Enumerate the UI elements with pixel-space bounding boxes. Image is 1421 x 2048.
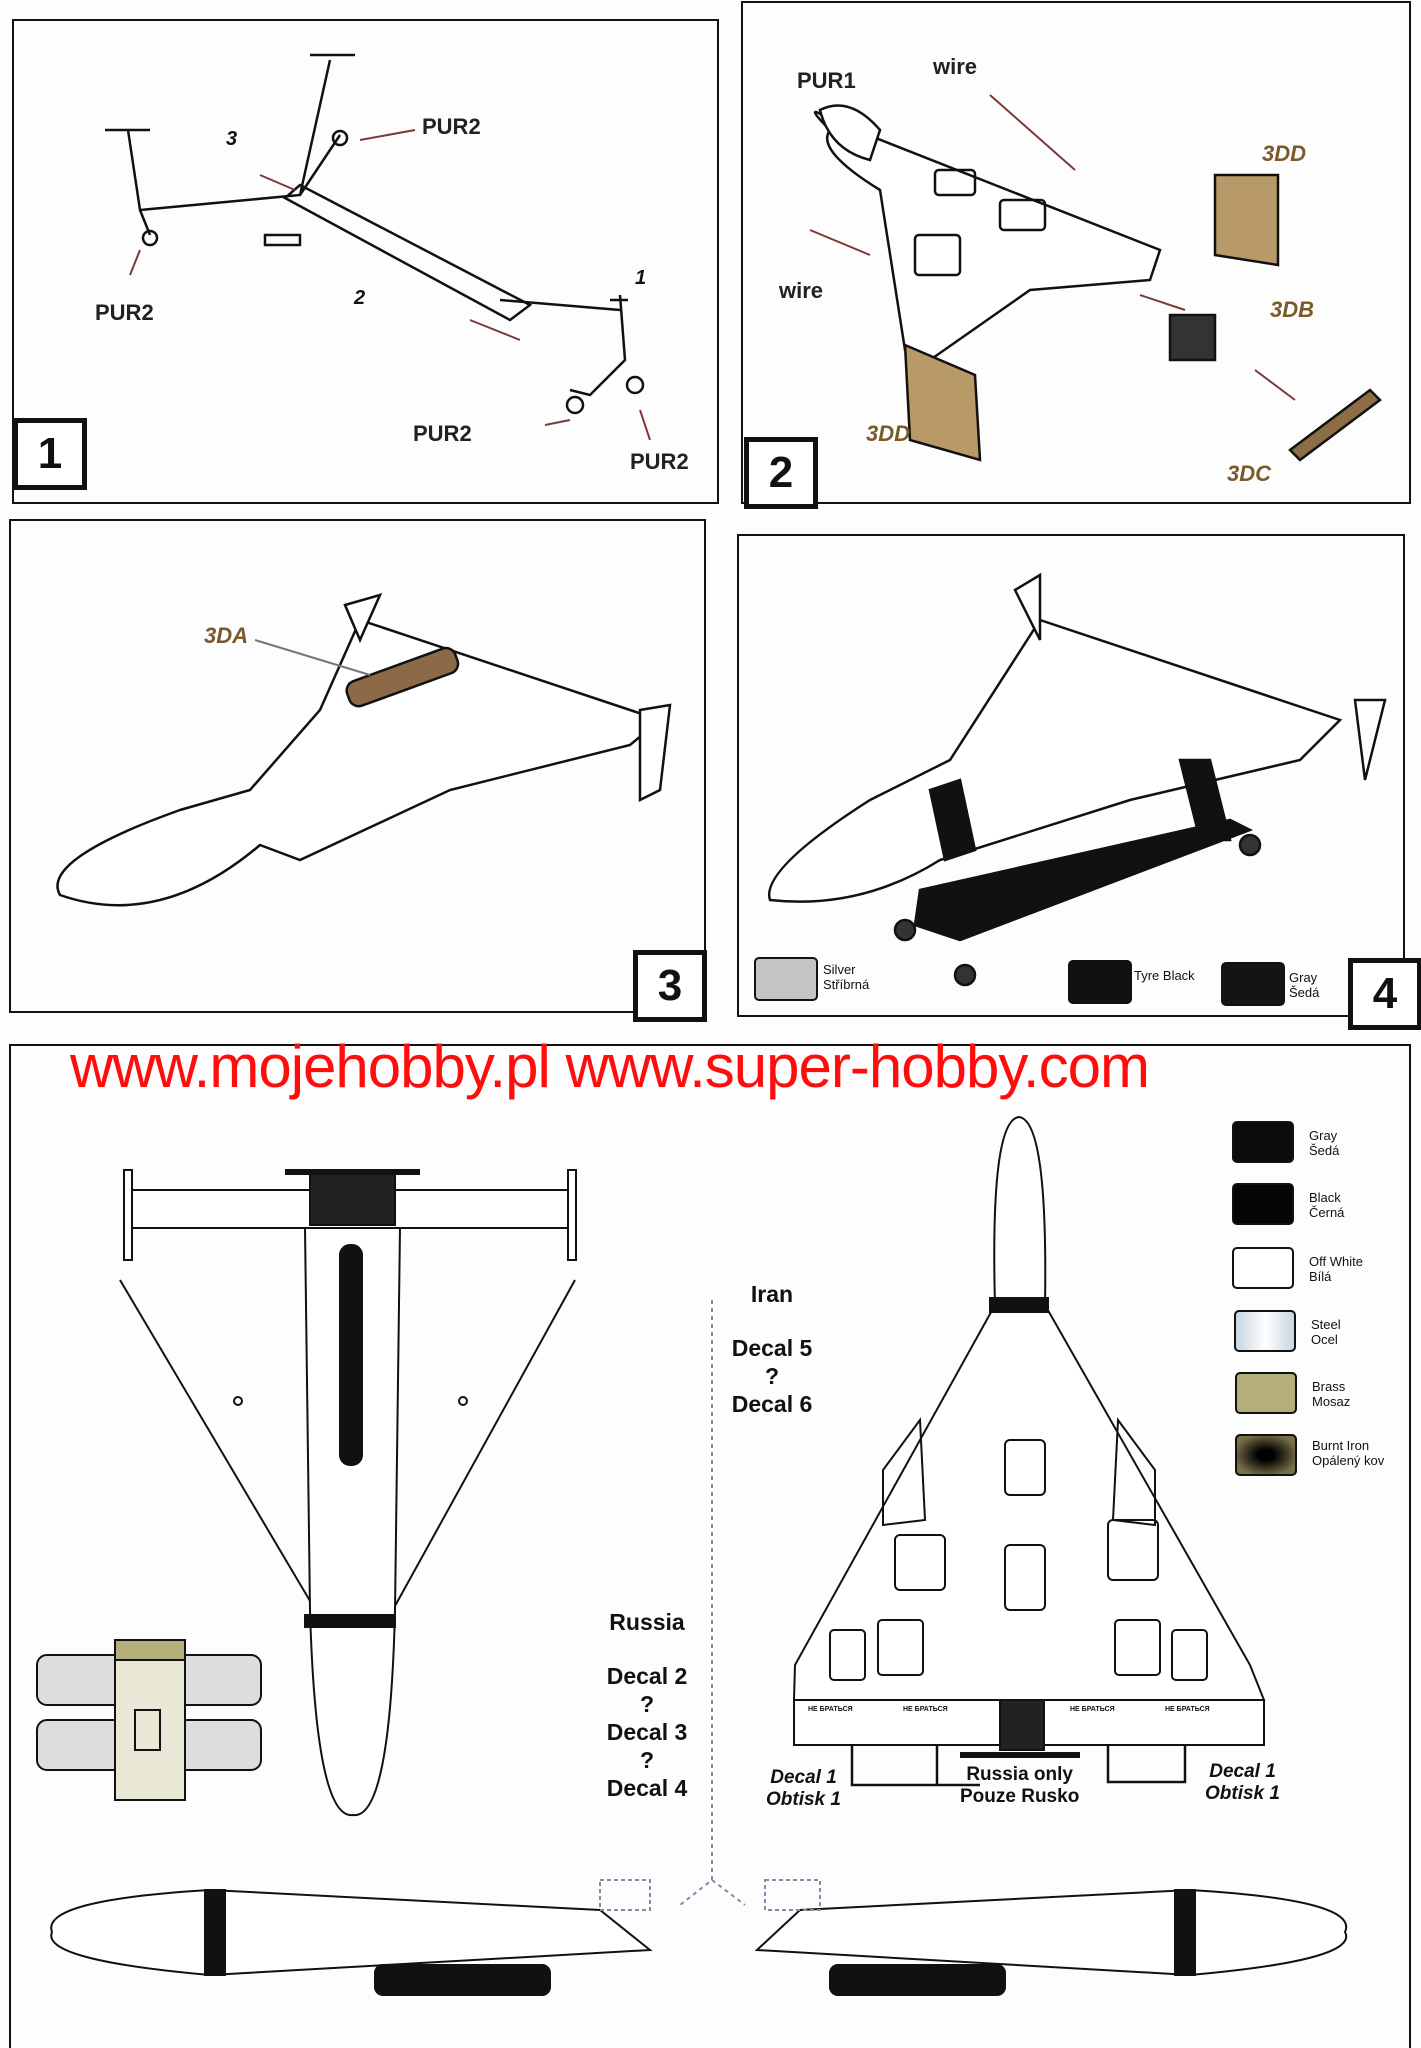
part-3dd-label: 3DD bbox=[866, 421, 911, 446]
drone-step3 bbox=[56, 593, 672, 907]
arrows-step1 bbox=[129, 129, 651, 441]
part-1-label: 1 bbox=[635, 267, 647, 289]
step-number-2: 2 bbox=[744, 437, 818, 509]
engine-detail bbox=[36, 1639, 262, 1801]
drone-exploded bbox=[813, 104, 1382, 462]
iran-option: Iran Decal 5 ? Decal 6 bbox=[722, 1280, 822, 1418]
arrows-decal1 bbox=[850, 1745, 1187, 1787]
wire-label: wire bbox=[779, 278, 824, 303]
separator: ? bbox=[764, 1363, 780, 1389]
panel-2-frame bbox=[741, 1, 1411, 504]
iran-title: Iran bbox=[750, 1281, 794, 1307]
part-3db-label: 3DB bbox=[1270, 297, 1315, 322]
legend-swatch-brass bbox=[1235, 1372, 1297, 1414]
wing-marking: НЕ БРАТЬСЯ bbox=[808, 1706, 853, 1713]
legend-swatch-gray bbox=[1232, 1121, 1294, 1163]
legend-swatch-steel bbox=[1234, 1310, 1296, 1352]
color-label: Tyre Black bbox=[1134, 968, 1195, 983]
wing-marking: НЕ БРАТЬСЯ bbox=[1070, 1706, 1115, 1713]
separator: ? bbox=[639, 1691, 655, 1717]
panel-1-frame bbox=[12, 19, 719, 504]
pur1-label: PUR1 bbox=[797, 68, 856, 93]
pur2-label: PUR2 bbox=[95, 300, 154, 325]
color-swatch-tyre-black bbox=[1068, 960, 1132, 1004]
part-2-label: 2 bbox=[354, 287, 366, 309]
russia-option: Russia Decal 2 ? Decal 3 ? Decal 4 bbox=[597, 1608, 697, 1802]
wing-marking: НЕ БРАТЬСЯ bbox=[1165, 1706, 1210, 1713]
decal-label: Decal 3 bbox=[606, 1719, 688, 1745]
watermark: www.mojehobby.pl www.super-hobby.com bbox=[70, 1033, 1150, 1100]
separator: ? bbox=[639, 1747, 655, 1773]
wire-label: wire bbox=[933, 54, 978, 79]
color-swatch-gray bbox=[1221, 962, 1285, 1006]
drone-side-view-right bbox=[754, 1879, 1348, 1996]
legend-swatch-black bbox=[1232, 1183, 1294, 1225]
part-3-label: 3 bbox=[226, 128, 238, 150]
step-number-4: 4 bbox=[1348, 958, 1421, 1030]
pur2-label: PUR2 bbox=[630, 449, 689, 474]
drone-top-view-upper bbox=[792, 1115, 1266, 1758]
part-3dc-label: 3DC bbox=[1227, 461, 1272, 486]
pur2-label: PUR2 bbox=[413, 421, 472, 446]
step-number-3: 3 bbox=[633, 950, 707, 1022]
decal-label: Decal 4 bbox=[606, 1775, 688, 1801]
drone-step4 bbox=[767, 572, 1387, 987]
panel-3-frame bbox=[9, 519, 706, 1013]
part-3dd-label: 3DD bbox=[1262, 141, 1307, 166]
pur2-label: PUR2 bbox=[422, 114, 481, 139]
arrow-3da bbox=[254, 639, 371, 676]
legend-swatch-off-white bbox=[1232, 1247, 1294, 1289]
arrows-step2 bbox=[809, 94, 1296, 401]
decal-label: Decal 2 bbox=[606, 1663, 688, 1689]
decal-label: Decal 6 bbox=[731, 1391, 813, 1417]
decal-label: Decal 5 bbox=[731, 1335, 813, 1361]
wing-marking: НЕ БРАТЬСЯ bbox=[903, 1706, 948, 1713]
part-3da-label: 3DA bbox=[204, 623, 249, 648]
step-number-1: 1 bbox=[13, 418, 87, 490]
drone-side-view-left bbox=[50, 1879, 653, 1996]
russia-title: Russia bbox=[609, 1609, 685, 1635]
divider-dashed bbox=[679, 1300, 746, 1906]
stand-assembly bbox=[105, 53, 645, 415]
color-swatch-silver bbox=[754, 957, 818, 1001]
legend-swatch-burnt-iron bbox=[1235, 1434, 1297, 1476]
drone-top-view-underside bbox=[119, 1169, 577, 1817]
panel-4-frame bbox=[737, 534, 1405, 1017]
panel-painting-frame bbox=[9, 1044, 1411, 2048]
